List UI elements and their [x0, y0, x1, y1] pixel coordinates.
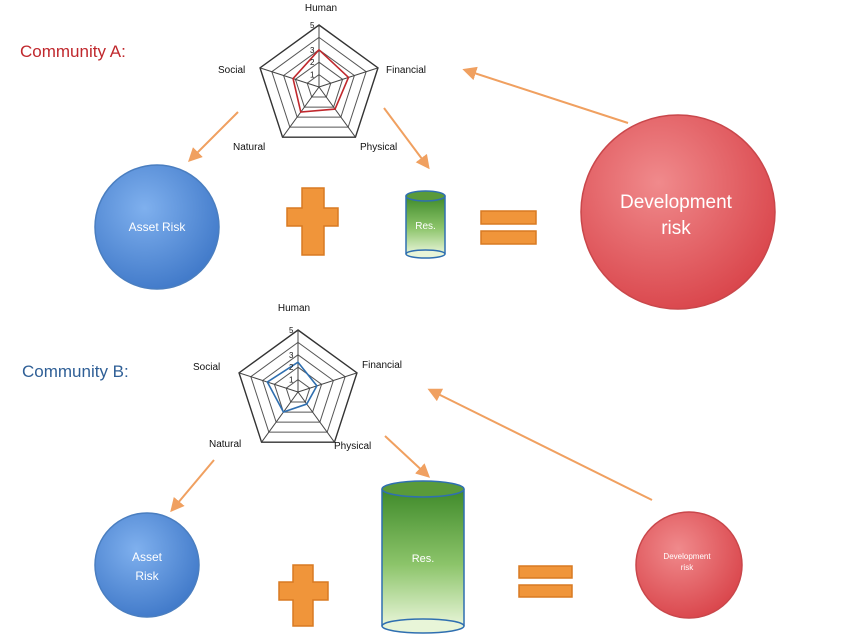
equals-sign-a	[480, 210, 537, 245]
radar-spoke	[238, 372, 299, 393]
plus-sign-a	[286, 187, 339, 256]
plus-sign-b	[278, 564, 329, 627]
radar-grid-ring	[262, 354, 334, 423]
community-b-label: Community B:	[22, 362, 129, 381]
radar-grid-ring	[259, 24, 379, 138]
radar-series-line	[292, 48, 350, 113]
radar-grid-ring	[273, 366, 323, 413]
resilience-cylinder-a: Res.	[405, 190, 446, 259]
asset-risk-label-b-line1: Asset	[132, 550, 163, 564]
radar-scale-label: 5	[289, 326, 294, 335]
asset-risk-label-b-line2: Risk	[135, 569, 159, 583]
radar-axis-label-human: Human	[278, 303, 310, 314]
arrow-devrisk-to-financial-a	[462, 66, 629, 124]
resilience-cylinder-b: Res.	[381, 480, 465, 634]
equals-sign-b	[518, 565, 573, 598]
development-risk-label-a-line2: risk	[661, 218, 691, 239]
radar-grid-ring	[294, 61, 344, 108]
arrow-natural-to-asset-b	[170, 459, 215, 513]
radar-axis-label-social: Social	[218, 65, 245, 76]
radar-series-line	[266, 361, 318, 414]
radar-axis-label-natural: Natural	[209, 439, 241, 450]
arrow-devrisk-to-financial-b	[427, 388, 653, 501]
radar-spoke	[318, 86, 356, 138]
radar-axis-label-physical: Physical	[334, 441, 371, 452]
arrow-social-to-asset-a	[188, 111, 239, 162]
radar-axis-label-human: Human	[305, 3, 337, 14]
radar-spoke	[297, 372, 358, 393]
radar-axis-label-financial: Financial	[386, 65, 426, 76]
radar-axis-label-natural: Natural	[233, 142, 265, 153]
asset-risk-circle-b: Asset Risk	[94, 512, 200, 618]
radar-scale-label: 2	[310, 58, 315, 67]
radar-scale-label: 3	[310, 46, 315, 55]
radar-grid-ring	[306, 73, 332, 98]
radar-spoke	[297, 391, 335, 443]
asset-risk-circle-a: Asset Risk	[94, 164, 220, 290]
radar-scale-label: 3	[289, 351, 294, 360]
development-risk-label-b-line1: Development	[663, 552, 711, 561]
radar-grid-ring	[271, 36, 367, 128]
radar-scale-label: 2	[289, 363, 294, 372]
radar-scale-label: 1	[289, 376, 294, 385]
res-label-a: Res.	[415, 221, 436, 232]
radar-axis-label-financial: Financial	[362, 360, 402, 371]
radar-axis-label-social: Social	[193, 362, 220, 373]
radar-scale-label: 5	[310, 21, 315, 30]
radar-grid-ring	[250, 341, 346, 433]
radar-scale-label: 1	[310, 71, 315, 80]
radar-grid-ring	[238, 329, 358, 443]
radar-grid-ring	[285, 378, 311, 403]
development-risk-label-a-line1: Development	[620, 192, 733, 213]
arrow-physical-to-res-b	[384, 435, 431, 478]
res-label-b: Res.	[412, 553, 435, 565]
radar-spoke	[261, 391, 299, 443]
development-risk-circle-b: Development risk	[635, 511, 743, 619]
radar-axis-label-physical: Physical	[360, 142, 397, 153]
asset-risk-label-a: Asset Risk	[129, 220, 187, 234]
community-a-label: Community A:	[20, 42, 126, 61]
radar-spoke	[259, 67, 320, 88]
radar-grid-ring	[283, 49, 355, 118]
development-risk-circle-a: Development risk	[580, 114, 776, 310]
arrow-physical-to-res-a	[383, 107, 430, 170]
development-risk-label-b-line2: risk	[681, 563, 694, 572]
